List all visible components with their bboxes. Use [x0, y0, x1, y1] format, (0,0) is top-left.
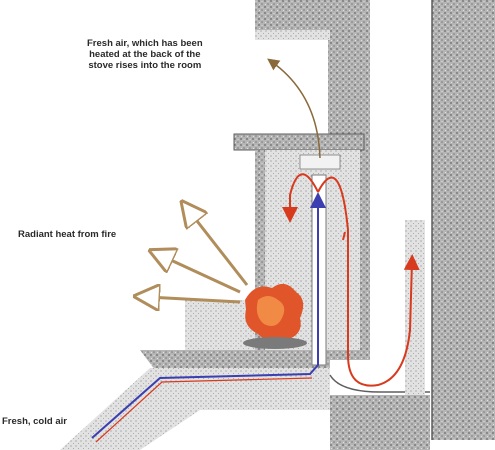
- heated-air-label-line3: stove rises into the room: [88, 60, 202, 71]
- outer-wall: [431, 0, 495, 440]
- cold-air-label: Fresh, cold air: [2, 416, 67, 427]
- fire: [243, 283, 307, 349]
- floor: [60, 220, 430, 450]
- heated-air-label-line2: heated at the back of the: [89, 49, 201, 60]
- heated-air-label-line1: Fresh air, which has been: [87, 38, 203, 49]
- radiant-heat-arrows: [148, 212, 249, 302]
- cold-air-path: [91, 192, 326, 443]
- hot-air-path: [282, 173, 420, 387]
- heated-air-label: Fresh air, which has been heated at the …: [87, 38, 203, 71]
- heated-air-leader: [267, 58, 321, 159]
- radiant-heat-label: Radiant heat from fire: [18, 229, 117, 240]
